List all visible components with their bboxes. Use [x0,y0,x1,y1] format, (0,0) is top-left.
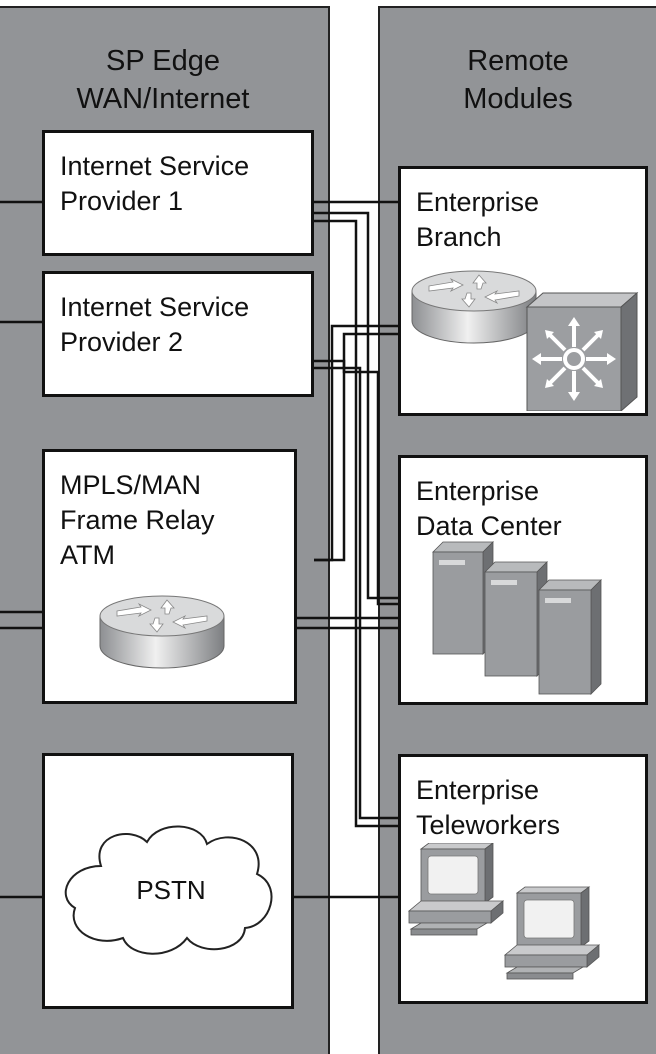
isp1-box: Internet Service Provider 1 [42,130,314,256]
enterprise-datacenter-box: Enterprise Data Center [398,455,648,705]
isp2-box: Internet Service Provider 2 [42,271,314,397]
server-icon [432,541,602,695]
mpls-box: MPLS/MAN Frame Relay ATM [42,449,297,704]
isp2-to-teleworkers-link [314,366,398,820]
cloud-icon: PSTN [64,825,273,955]
sp-edge-title-line1: SP Edge [106,45,220,77]
remote-modules-title-line2: Modules [463,83,573,115]
router-icon [411,270,537,344]
remote-modules-title: Remote Modules [380,42,656,118]
isp1-to-teleworkers-link [314,219,398,828]
enterprise-branch-box: Enterprise Branch [398,166,648,416]
sp-edge-title: SP Edge WAN/Internet [0,42,328,118]
pstn-label: PSTN [136,875,205,905]
multilayer-switch-icon [525,291,639,411]
enterprise-teleworkers-label: Enterprise Teleworkers [416,775,561,840]
enterprise-datacenter-label: Enterprise Data Center [416,476,562,541]
enterprise-branch-label: Enterprise Branch [416,187,540,252]
remote-modules-title-line1: Remote [467,45,569,77]
isp1-to-datacenter-link [314,211,398,600]
mpls-label: MPLS/MAN Frame Relay ATM [60,470,215,570]
sp-edge-title-line2: WAN/Internet [76,83,250,115]
enterprise-teleworkers-box: Enterprise Teleworkers [398,754,648,1004]
pstn-box: PSTN [42,753,294,1009]
mpls-to-branch-link-2 [314,332,398,562]
isp2-label: Internet Service Provider 2 [60,292,250,357]
workstation-icon [407,843,601,980]
isp1-label: Internet Service Provider 1 [60,151,250,216]
router-icon [99,595,225,669]
